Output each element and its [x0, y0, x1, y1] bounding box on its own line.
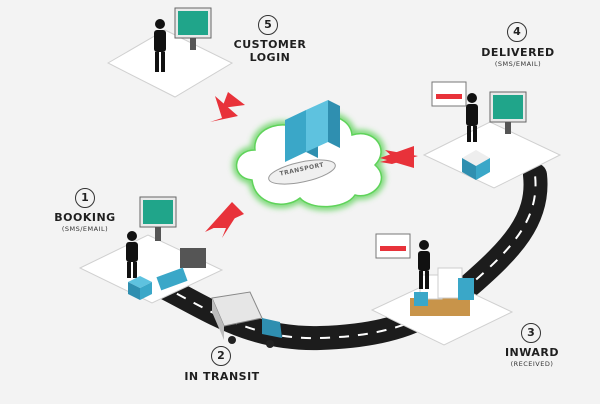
platform-delivered [422, 81, 562, 189]
person-icon [466, 93, 478, 142]
transport-badge [268, 159, 336, 185]
box-icon [128, 276, 152, 300]
step-3-sub: (RECEIVED) [510, 360, 554, 368]
truck-icon [211, 291, 282, 348]
step-4-sub: (SMS/EMAIL) [494, 60, 542, 68]
platform-inward [370, 233, 514, 346]
arrows [205, 92, 418, 238]
person-icon [418, 240, 430, 289]
server-icon [285, 100, 340, 162]
step-1-label: BOOKING [54, 211, 116, 224]
step-1-number: 1 [75, 188, 95, 208]
cloud-icon [232, 100, 386, 211]
step-2-number: 2 [211, 346, 231, 366]
step-3-label: INWARD [504, 346, 560, 359]
platform-booking [78, 196, 224, 304]
box-icon [458, 278, 474, 300]
arrow-to-customer-login [210, 96, 238, 122]
person-icon [126, 231, 138, 278]
box-icon [414, 292, 428, 306]
step-3-number: 3 [521, 323, 541, 343]
step-5-label: CUSTOMER [233, 38, 307, 51]
step-4-number: 4 [507, 22, 527, 42]
step-1-sub: (SMS/EMAIL) [61, 225, 109, 233]
card-icon [156, 267, 188, 291]
step-4-label: DELIVERED [481, 46, 555, 59]
step-5-label-line2: LOGIN [249, 51, 291, 64]
person-icon [154, 19, 166, 72]
step-5-number: 5 [258, 15, 278, 35]
platform-customer-login [106, 7, 234, 98]
printer-icon [180, 248, 206, 268]
step-2-label: IN TRANSIT [184, 370, 260, 383]
box-icon [462, 150, 490, 180]
